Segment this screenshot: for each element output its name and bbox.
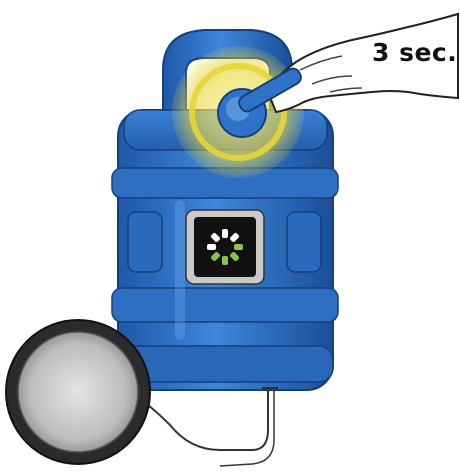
status-display [186,210,264,284]
hold-duration-label: 3 sec. [372,38,457,67]
sensor-cable [140,388,278,466]
sensor-disc [6,320,150,464]
